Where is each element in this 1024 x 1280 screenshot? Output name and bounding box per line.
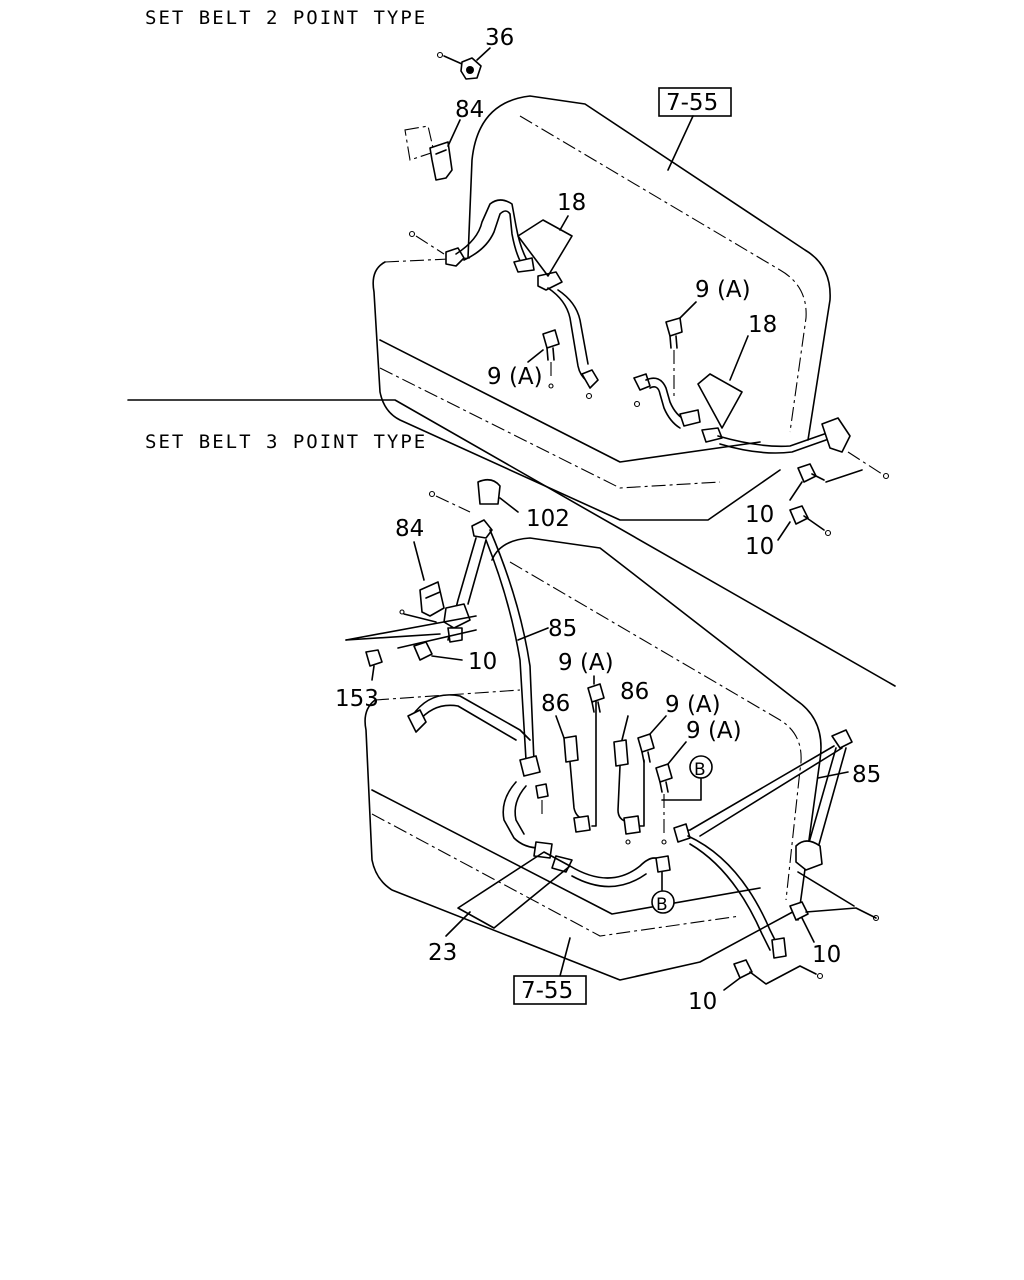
bolts-10-153-left: 10 153	[335, 641, 497, 712]
header-3-point-type: SET BELT 3 POINT TYPE	[145, 431, 427, 453]
marker-b-bottom: B	[651, 855, 675, 915]
svg-text:B: B	[694, 760, 706, 780]
bolt-9a-bottom-1: 9 (A)	[558, 650, 614, 713]
svg-text:7-55: 7-55	[521, 978, 573, 1004]
label-9a-top-right: 9 (A)	[695, 277, 751, 303]
svg-text:B: B	[656, 895, 668, 915]
part-36-clip: 36	[436, 25, 514, 80]
bolt-9a-bottom-2: 9 (A)	[637, 692, 721, 763]
top-left-belt-strap	[408, 199, 599, 400]
label-10-top-b: 10	[745, 534, 774, 560]
label-10-bottom: 10	[688, 989, 717, 1015]
ref-box-7-55-top: 7-55	[658, 87, 732, 171]
part-102-cap: 102	[428, 478, 570, 532]
label-9a-bottom-1: 9 (A)	[558, 650, 614, 676]
bolt-9a-top-left: 9 (A)	[487, 329, 560, 390]
label-10-bottom-right: 10	[812, 942, 841, 968]
label-9a-bottom-2: 9 (A)	[665, 692, 721, 718]
label-18-left: 18	[557, 190, 586, 216]
label-10-top-a: 10	[745, 502, 774, 528]
callout-23: 23	[428, 851, 571, 966]
label-86-left: 86	[541, 691, 570, 717]
marker-b-top: B	[661, 755, 713, 801]
lap-belt-left	[407, 694, 531, 741]
label-18-right: 18	[748, 312, 777, 338]
retractor-bracket-left	[345, 603, 477, 649]
ref-box-7-55-bottom: 7-55	[513, 937, 587, 1005]
buckle-strap-center	[502, 781, 661, 888]
top-seat-outline	[372, 95, 831, 521]
bolts-10-top: 10 10	[745, 463, 863, 560]
callout-18-left: 18	[517, 190, 586, 277]
bolt-9a-bottom-3: 9 (A)	[655, 718, 742, 845]
label-102: 102	[526, 506, 570, 532]
label-36: 36	[485, 25, 514, 51]
label-10-left: 10	[468, 649, 497, 675]
label-86-right: 86	[620, 679, 649, 705]
part-84-top-cover: 84	[404, 97, 484, 181]
top-right-belt-strap	[633, 373, 890, 480]
label-85-right: 85	[852, 762, 881, 788]
bolts-10-bottom-right: 10	[789, 901, 877, 968]
bolt-9a-top-right: 9 (A)	[665, 277, 751, 400]
svg-text:7-55: 7-55	[666, 90, 718, 116]
label-85-left: 85	[548, 616, 577, 642]
bottom-seat-outline	[364, 537, 822, 981]
label-84-bottom: 84	[395, 516, 424, 542]
buckle-86-left: 86	[541, 691, 597, 833]
label-84-top: 84	[455, 97, 484, 123]
label-9a-top-left: 9 (A)	[487, 364, 543, 390]
callout-18-right: 18	[697, 312, 777, 429]
part-84-bottom-cover: 84	[395, 516, 445, 617]
header-2-point-type: SET BELT 2 POINT TYPE	[145, 7, 427, 29]
belt-85-right: 85	[673, 729, 881, 959]
label-153: 153	[335, 686, 379, 712]
bolts-10-bottom: 10	[688, 959, 824, 1015]
label-9a-bottom-3: 9 (A)	[686, 718, 742, 744]
label-23: 23	[428, 940, 457, 966]
section-divider	[127, 399, 896, 687]
buckle-86-right: 86	[613, 679, 649, 845]
